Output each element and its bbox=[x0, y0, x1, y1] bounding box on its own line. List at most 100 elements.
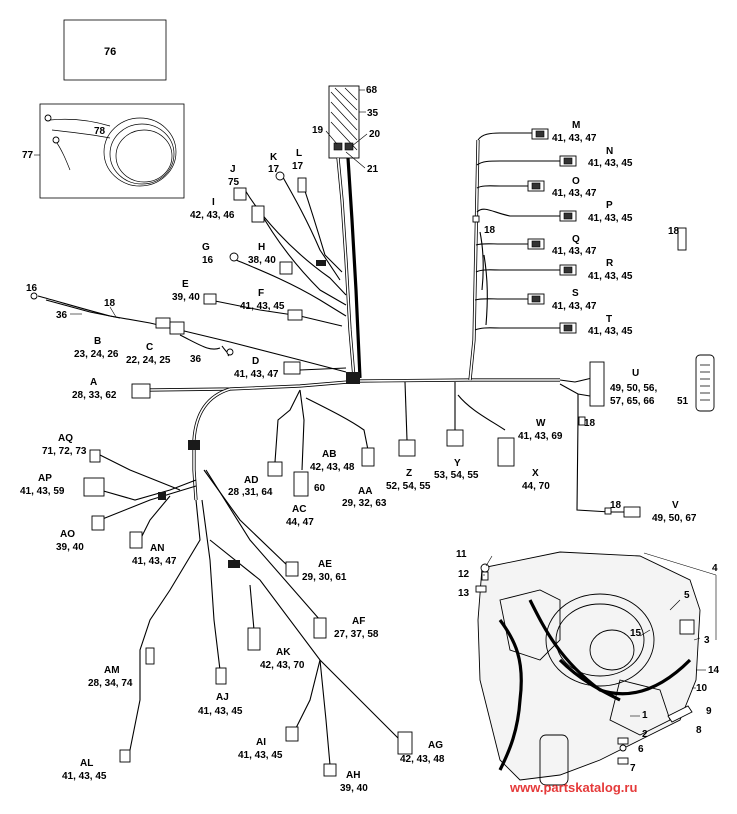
label-J-parts: 75 bbox=[228, 177, 240, 188]
coiled-cable-icon bbox=[44, 114, 177, 187]
label-AF-parts: 27, 37, 58 bbox=[334, 629, 379, 640]
label-AJ: AJ bbox=[216, 692, 229, 703]
main-harness bbox=[149, 132, 625, 513]
label-Q-parts: 41, 43, 47 bbox=[552, 246, 597, 257]
label-R-parts: 41, 43, 45 bbox=[588, 271, 633, 282]
label-AO-parts: 39, 40 bbox=[56, 542, 84, 553]
label-Z-parts: 52, 54, 55 bbox=[386, 481, 431, 492]
label-AQ: AQ bbox=[58, 433, 73, 444]
engine-leaders bbox=[483, 552, 717, 717]
label-I-parts: 42, 43, 46 bbox=[190, 210, 235, 221]
label-AG: AG bbox=[428, 740, 443, 751]
label-AK: AK bbox=[276, 647, 291, 658]
callout-36-left: 36 bbox=[56, 310, 68, 321]
callout-21: 21 bbox=[367, 164, 379, 175]
callout-18-U: 18 bbox=[584, 418, 596, 429]
label-U-parts-1: 49, 50, 56, bbox=[610, 383, 657, 394]
label-AC: AC bbox=[292, 504, 306, 515]
label-C-parts: 22, 24, 25 bbox=[126, 355, 171, 366]
label-AB: AB bbox=[322, 449, 336, 460]
callout-14: 14 bbox=[708, 665, 720, 676]
engine-assembly bbox=[475, 551, 701, 786]
label-S-parts: 41, 43, 47 bbox=[552, 301, 597, 312]
label-O: O bbox=[572, 176, 580, 187]
label-AA-parts: 29, 32, 63 bbox=[342, 498, 387, 509]
callout-7: 7 bbox=[630, 763, 636, 774]
label-AL: AL bbox=[80, 758, 93, 769]
callout-1: 1 bbox=[642, 710, 648, 721]
callout-10: 10 bbox=[696, 683, 708, 694]
callout-18-bus: 18 bbox=[484, 225, 496, 236]
label-V: V bbox=[672, 500, 679, 511]
label-K-parts: 17 bbox=[268, 164, 280, 175]
part-77-box bbox=[39, 103, 185, 199]
callout-3: 3 bbox=[704, 635, 710, 646]
callout-68: 68 bbox=[366, 85, 378, 96]
callout-15: 15 bbox=[630, 628, 642, 639]
label-G: G bbox=[202, 242, 210, 253]
callout-2: 2 bbox=[642, 729, 648, 740]
label-AL-parts: 41, 43, 45 bbox=[62, 771, 107, 782]
callout-18-right: 18 bbox=[668, 226, 680, 237]
label-L-parts: 17 bbox=[292, 161, 304, 172]
label-AB-parts: 42, 43, 48 bbox=[310, 462, 355, 473]
label-A: A bbox=[90, 377, 97, 388]
label-AK-parts: 42, 43, 70 bbox=[260, 660, 305, 671]
label-AI-parts: 41, 43, 45 bbox=[238, 750, 283, 761]
callout-51: 51 bbox=[677, 396, 689, 407]
label-AD-parts: 28 ,31, 64 bbox=[228, 487, 273, 498]
label-J: J bbox=[230, 164, 236, 175]
callout-36-bottom: 36 bbox=[190, 354, 202, 365]
callout-11: 11 bbox=[456, 549, 467, 560]
label-AG-parts: 42, 43, 48 bbox=[400, 754, 445, 765]
label-AM: AM bbox=[104, 665, 120, 676]
label-M: M bbox=[572, 120, 580, 131]
label-AF: AF bbox=[352, 616, 365, 627]
callout-5: 5 bbox=[684, 590, 690, 601]
label-AN-parts: 41, 43, 47 bbox=[132, 556, 177, 567]
connector-symbols bbox=[83, 128, 715, 777]
label-P-parts: 41, 43, 45 bbox=[588, 213, 633, 224]
callout-9: 9 bbox=[706, 706, 712, 717]
label-AA: AA bbox=[358, 486, 372, 497]
label-AM-parts: 28, 34, 74 bbox=[88, 678, 133, 689]
label-AI: AI bbox=[256, 737, 266, 748]
label-Q: Q bbox=[572, 234, 580, 245]
label-I: I bbox=[212, 197, 215, 208]
label-W: W bbox=[536, 418, 546, 429]
callout-76: 76 bbox=[104, 46, 116, 58]
label-U-parts-2: 57, 65, 66 bbox=[610, 396, 655, 407]
label-C: C bbox=[146, 342, 153, 353]
callout-18-V: 18 bbox=[610, 500, 622, 511]
callout-78: 78 bbox=[94, 126, 106, 137]
label-F-parts: 41, 43, 45 bbox=[240, 301, 285, 312]
label-G-parts: 16 bbox=[202, 255, 214, 266]
label-AN: AN bbox=[150, 543, 164, 554]
label-Z: Z bbox=[406, 468, 412, 479]
label-U: U bbox=[632, 368, 639, 379]
label-X: X bbox=[532, 468, 539, 479]
label-H: H bbox=[258, 242, 265, 253]
callout-12: 12 bbox=[458, 569, 470, 580]
label-B-parts: 23, 24, 26 bbox=[74, 349, 119, 360]
label-AP-parts: 41, 43, 59 bbox=[20, 486, 65, 497]
callout-18-left: 18 bbox=[104, 298, 116, 309]
callout-16-left: 16 bbox=[26, 283, 38, 294]
label-AQ-parts: 71, 72, 73 bbox=[42, 446, 87, 457]
branch-upper-left bbox=[30, 292, 347, 373]
branch-lower bbox=[99, 454, 401, 766]
callout-8: 8 bbox=[696, 725, 702, 736]
callout-35: 35 bbox=[367, 108, 379, 119]
label-P: P bbox=[606, 200, 613, 211]
label-AJ-parts: 41, 43, 45 bbox=[198, 706, 243, 717]
label-S: S bbox=[572, 288, 579, 299]
label-AE-parts: 29, 30, 61 bbox=[302, 572, 347, 583]
callout-6: 6 bbox=[638, 744, 644, 755]
label-X-parts: 44, 70 bbox=[522, 481, 550, 492]
label-Y-parts: 53, 54, 55 bbox=[434, 470, 479, 481]
callout-13: 13 bbox=[458, 588, 470, 599]
label-AE: AE bbox=[318, 559, 332, 570]
callout-20: 20 bbox=[369, 129, 381, 140]
label-V-parts: 49, 50, 67 bbox=[652, 513, 697, 524]
